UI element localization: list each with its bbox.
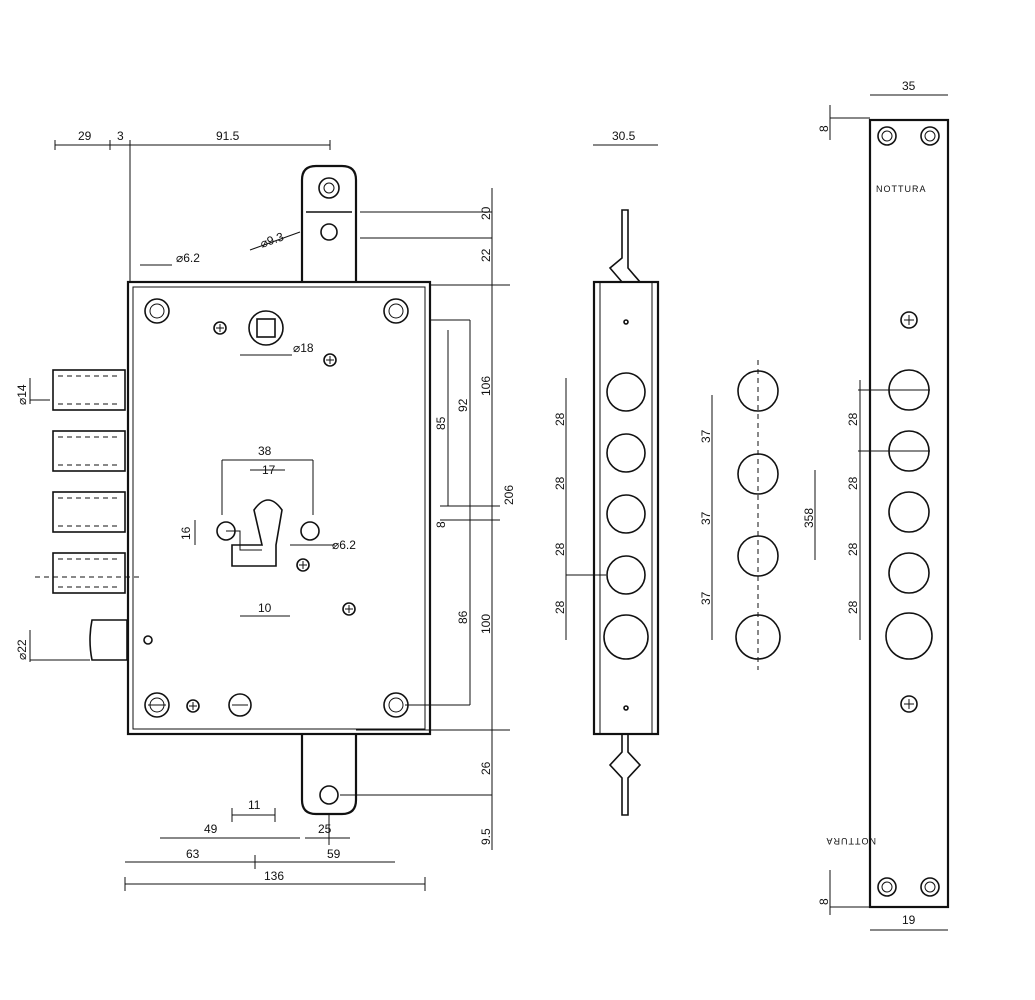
dim-136: 136	[264, 869, 284, 883]
dim-206: 206	[502, 485, 516, 505]
square-spindle-hole	[248, 310, 284, 346]
bolt-hole	[606, 372, 646, 412]
dim-22: 22	[479, 248, 493, 262]
cross-screw	[186, 699, 200, 713]
dim-106: 106	[479, 376, 493, 396]
strike-hole	[888, 491, 930, 533]
plate-screw-hole	[877, 877, 897, 897]
dim-8: 8	[434, 521, 448, 528]
dim-63: 63	[186, 847, 200, 861]
dim-85: 85	[434, 416, 448, 430]
deadbolt	[52, 369, 126, 411]
plate-screw-hole	[920, 126, 940, 146]
deadbolt	[52, 430, 126, 472]
dim-28-forend-4: 28	[553, 600, 567, 614]
dimension-labels: 29 3 91.5 ⌀6.2 ⌀9.3 ⌀18 ⌀14 ⌀22 38 17 16…	[15, 79, 927, 927]
dim-86: 86	[456, 610, 470, 624]
dim-38: 38	[258, 444, 272, 458]
strike-hole	[885, 612, 933, 660]
dim-37-1: 37	[699, 429, 713, 443]
dim-d22: ⌀22	[15, 639, 29, 660]
cross-screw	[296, 558, 310, 572]
dim-3: 3	[117, 129, 124, 143]
strike-hole	[888, 552, 930, 594]
brand-label-top: NOTTURA	[876, 184, 927, 194]
bolt-hole	[606, 433, 646, 473]
dim-8-bottom: 8	[817, 898, 831, 905]
dim-d6-2-mid: ⌀6.2	[332, 538, 356, 552]
forend-plate	[592, 280, 660, 736]
main-body-dimensions	[29, 140, 510, 891]
dim-19: 19	[902, 913, 916, 927]
top-mounting-tab	[300, 164, 358, 287]
tab-hole-9-3	[320, 223, 338, 241]
dim-28-strike-2: 28	[846, 476, 860, 490]
dim-10: 10	[258, 601, 272, 615]
dim-49: 49	[204, 822, 218, 836]
latch-bolt	[89, 619, 128, 661]
corner-screw	[383, 298, 409, 324]
dim-91-5: 91.5	[216, 129, 240, 143]
cross-screw	[213, 321, 227, 335]
dim-28-strike-1: 28	[846, 412, 860, 426]
plate-screw-hole	[920, 877, 940, 897]
dim-30-5: 30.5	[612, 129, 636, 143]
corner-screw	[144, 298, 170, 324]
tab-hole-top-inner	[323, 182, 335, 194]
dim-8-top: 8	[817, 125, 831, 132]
bottom-mounting-tab	[300, 728, 358, 816]
dim-26: 26	[479, 761, 493, 775]
forend-side-view	[565, 144, 660, 816]
dim-37-2: 37	[699, 511, 713, 525]
dim-16: 16	[179, 526, 193, 540]
dim-358: 358	[802, 508, 816, 528]
dim-17: 17	[262, 463, 276, 477]
dim-28-forend-3: 28	[553, 542, 567, 556]
dim-59: 59	[327, 847, 341, 861]
strike-plate-view	[814, 94, 950, 931]
dim-28-forend-2: 28	[553, 476, 567, 490]
latch-hole	[603, 614, 649, 660]
strike-plate	[868, 118, 950, 909]
cross-screw	[342, 602, 356, 616]
dim-11: 11	[248, 798, 261, 812]
dim-d9-3: ⌀9.3	[258, 229, 286, 250]
dim-92: 92	[456, 398, 470, 412]
dim-28-forend-1: 28	[553, 412, 567, 426]
cross-screw	[900, 311, 918, 329]
bolt-hole	[606, 494, 646, 534]
brand-label-bottom: NOTTURA	[826, 836, 877, 846]
deadbolt	[52, 552, 126, 594]
dim-9-5: 9.5	[479, 828, 493, 845]
plate-screw	[228, 693, 252, 717]
lock-body-view	[35, 164, 432, 816]
dim-29: 29	[78, 129, 92, 143]
dim-d6-2-top: ⌀6.2	[176, 251, 200, 265]
bolt-hole	[606, 555, 646, 595]
dim-28-strike-3: 28	[846, 542, 860, 556]
dim-d18: ⌀18	[293, 341, 314, 355]
tab-hole-bottom	[319, 785, 339, 805]
lock-case-plate	[126, 280, 432, 736]
dim-28-strike-4: 28	[846, 600, 860, 614]
keeper-holes-view	[711, 360, 781, 670]
deadbolt	[52, 491, 126, 533]
corner-screw	[144, 692, 170, 718]
dim-d14: ⌀14	[15, 384, 29, 405]
tab-hole-top	[318, 177, 340, 199]
dim-100: 100	[479, 614, 493, 634]
cylinder-keyhole	[216, 499, 320, 567]
cross-screw	[900, 695, 918, 713]
plate-screw-hole	[877, 126, 897, 146]
dim-37-3: 37	[699, 591, 713, 605]
dim-20: 20	[479, 206, 493, 220]
dim-35: 35	[902, 79, 916, 93]
dim-25: 25	[318, 822, 332, 836]
small-hole	[143, 635, 153, 645]
cross-screw	[323, 353, 337, 367]
